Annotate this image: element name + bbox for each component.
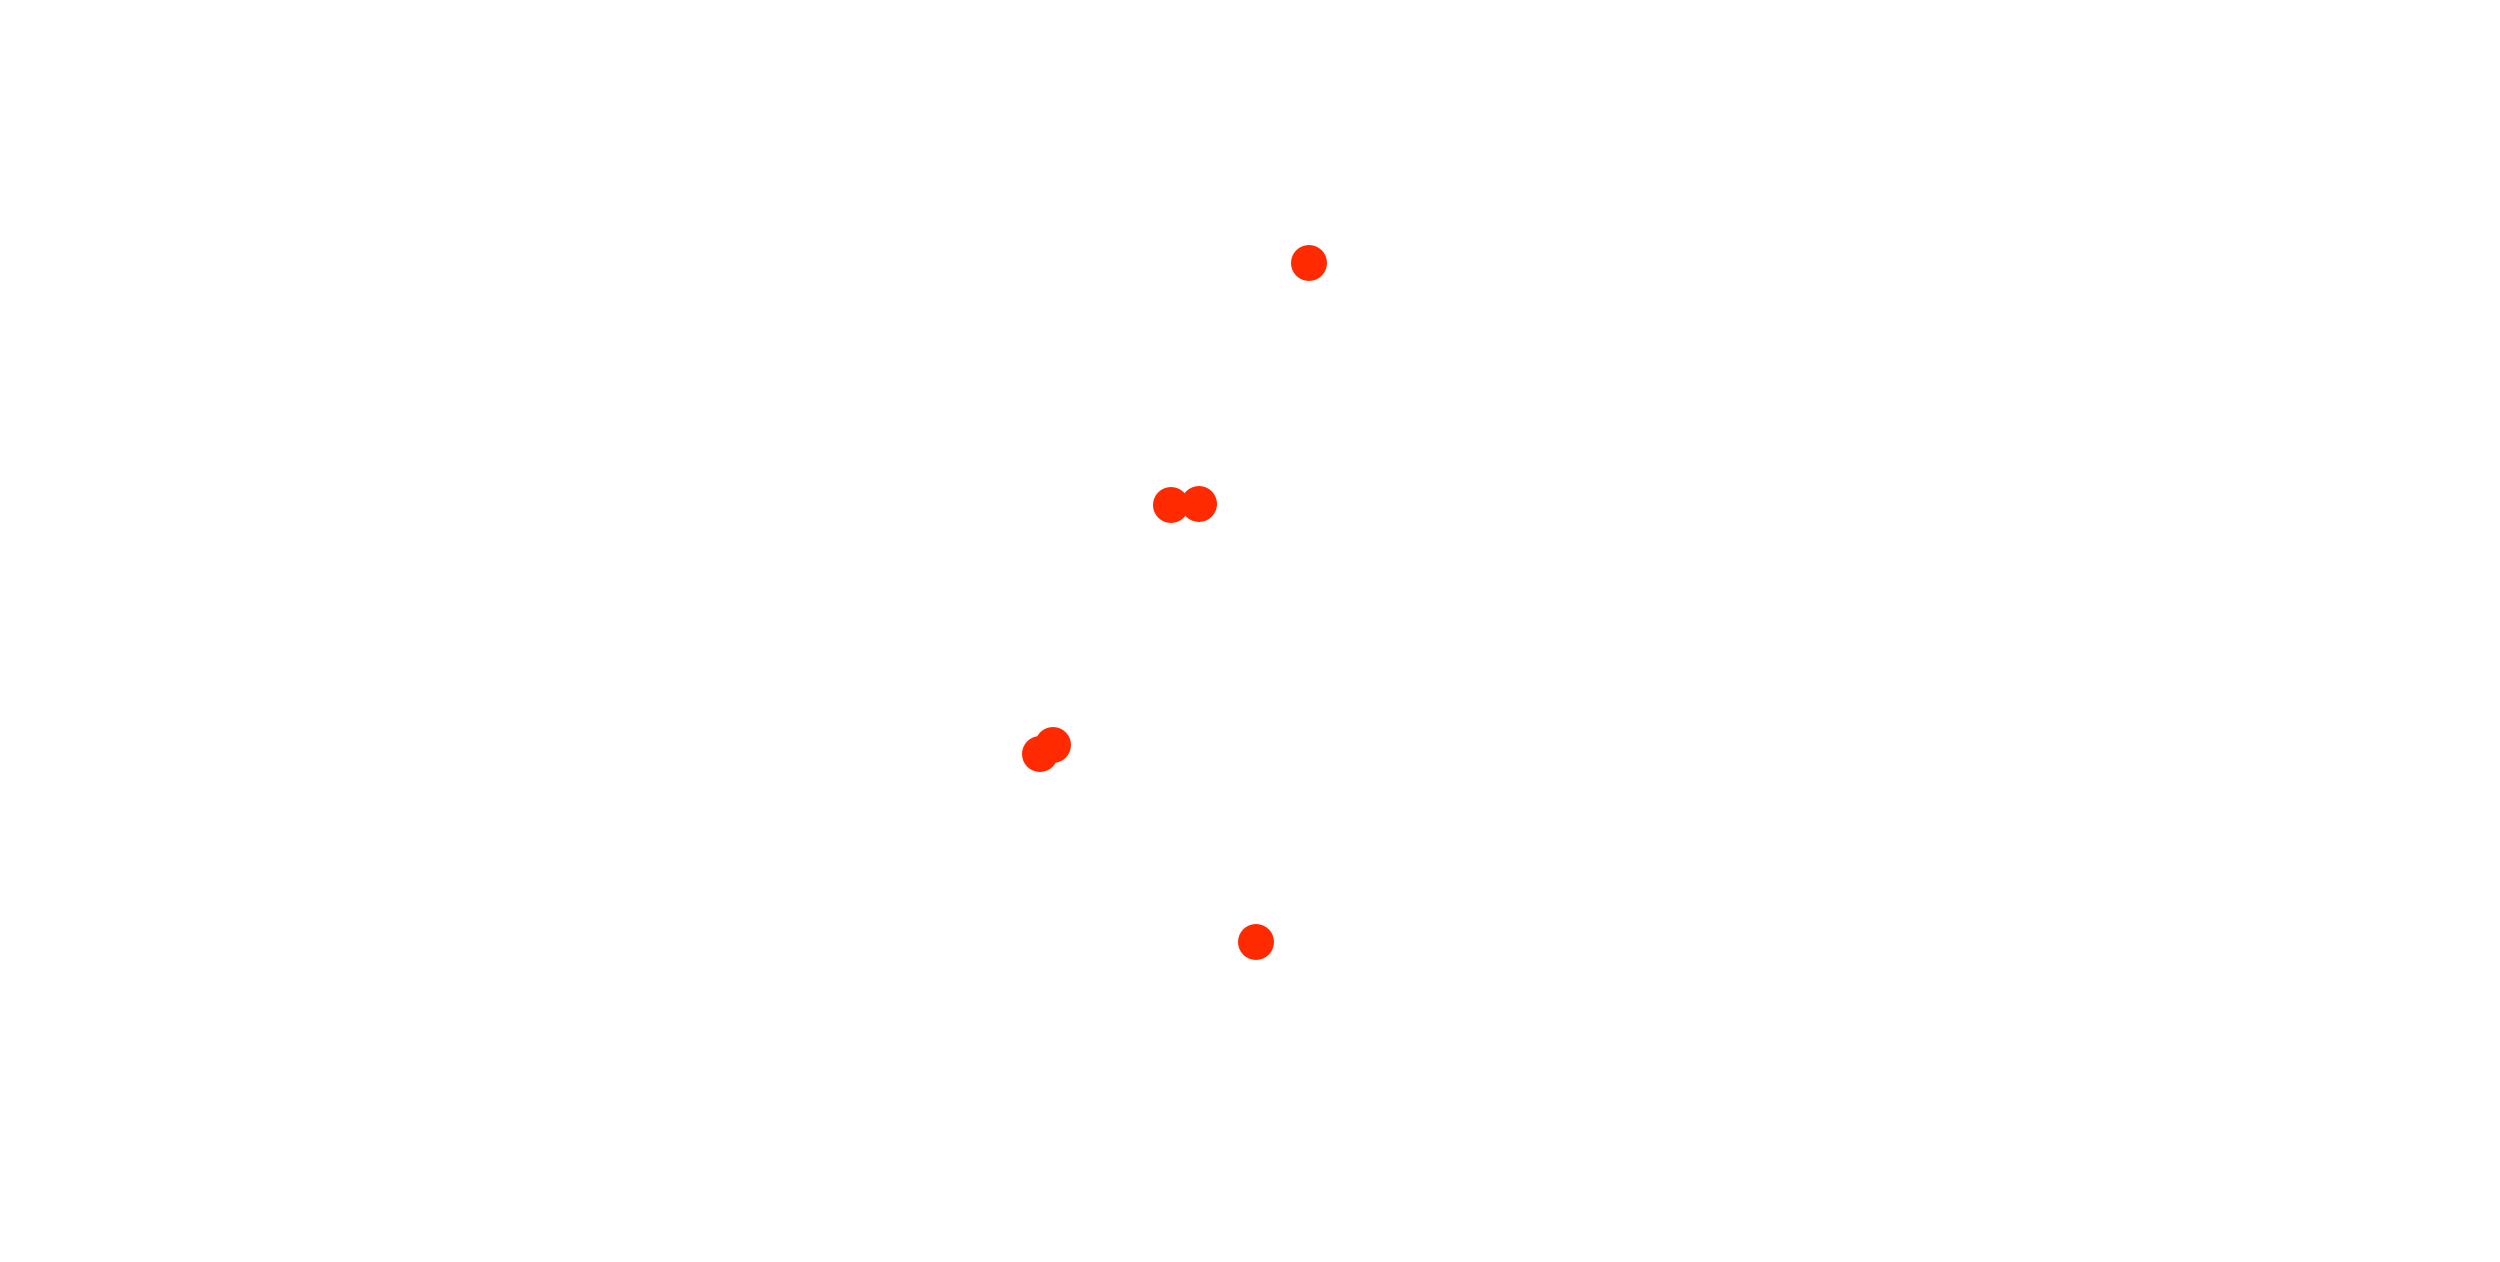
red-dot-icon[interactable] <box>1181 486 1217 522</box>
red-dot-icon[interactable] <box>1291 245 1327 281</box>
red-dot-icon[interactable] <box>1035 727 1071 763</box>
red-dot-icon[interactable] <box>1238 924 1274 960</box>
